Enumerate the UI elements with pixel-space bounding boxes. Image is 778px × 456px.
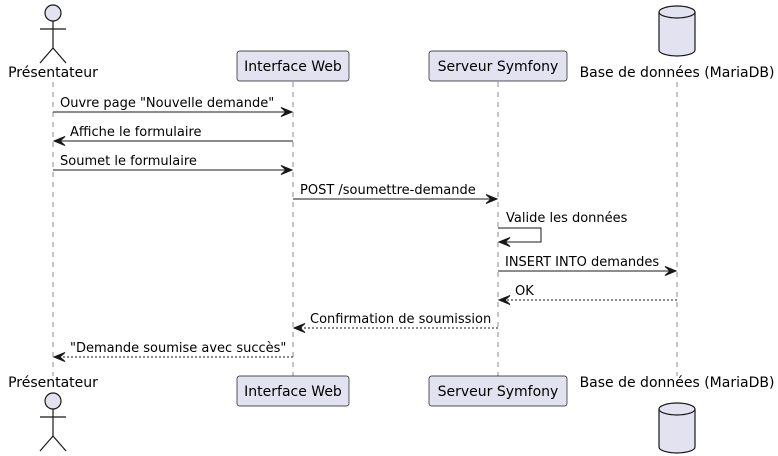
participant-label: Serveur Symfony	[438, 384, 559, 400]
message-label: Affiche le formulaire	[70, 125, 202, 140]
message: Soumet le formulaire	[53, 154, 294, 175]
arrow-head	[280, 165, 294, 175]
arrow-head	[485, 194, 499, 204]
participant-box-top: Serveur Symfony	[428, 50, 568, 82]
arrow-head	[280, 107, 294, 117]
participant-label: Interface Web	[244, 59, 342, 75]
participant-actor-bottom: Présentateur	[8, 375, 98, 452]
message: Affiche le formulaire	[52, 125, 293, 146]
message: POST /soumettre-demande	[293, 183, 499, 204]
arrow-head	[292, 323, 306, 333]
arrow-head	[497, 237, 511, 247]
participant-heads-top: Présentateur Interface Web Serveur Symfony…	[8, 4, 775, 82]
arrow-head	[52, 136, 66, 146]
participant-actor-top: Présentateur	[8, 4, 98, 81]
message: Valide les données	[497, 211, 628, 247]
message: Ouvre page "Nouvelle demande"	[53, 96, 294, 117]
actor-stick-figure-icon	[39, 4, 67, 64]
message-label: Confirmation de soumission	[310, 312, 491, 327]
message-label: OK	[515, 284, 534, 299]
participant-box-bottom: Serveur Symfony	[428, 375, 568, 407]
participant-box	[428, 50, 568, 82]
participant-database-top: Base de données (MariaDB)	[580, 5, 775, 81]
messages: Ouvre page "Nouvelle demande" Affiche le …	[52, 96, 678, 362]
message-label: INSERT INTO demandes	[505, 255, 659, 270]
message-label: POST /soumettre-demande	[300, 183, 476, 198]
participant-label: Base de données (MariaDB)	[580, 65, 775, 81]
message: Confirmation de soumission	[292, 312, 498, 333]
participant-label: Présentateur	[8, 375, 98, 391]
message-label: "Demande soumise avec succès"	[70, 341, 286, 356]
arrow-head	[664, 266, 678, 276]
participant-label: Serveur Symfony	[438, 59, 559, 75]
message-label: Ouvre page "Nouvelle demande"	[60, 96, 274, 111]
participant-box	[236, 375, 350, 407]
participant-box-bottom: Interface Web	[236, 375, 350, 407]
participant-label: Interface Web	[244, 384, 342, 400]
database-cylinder-icon	[658, 5, 696, 57]
message: INSERT INTO demandes	[498, 255, 678, 276]
message-line	[498, 227, 542, 243]
arrow-head	[52, 352, 66, 362]
message-label: Soumet le formulaire	[60, 154, 197, 169]
lifelines	[52, 82, 678, 376]
participant-label: Présentateur	[8, 65, 98, 81]
message-label: Valide les données	[506, 211, 628, 226]
database-cylinder-icon	[658, 402, 696, 454]
participant-box-top: Interface Web	[236, 50, 350, 82]
message: "Demande soumise avec succès"	[52, 341, 293, 362]
participant-database-bottom: Base de données (MariaDB)	[580, 375, 775, 454]
actor-stick-figure-icon	[39, 392, 67, 452]
participant-box	[428, 375, 568, 407]
message: OK	[497, 284, 677, 305]
participant-label: Base de données (MariaDB)	[580, 375, 775, 391]
participant-box	[236, 50, 350, 82]
arrow-head	[497, 295, 511, 305]
